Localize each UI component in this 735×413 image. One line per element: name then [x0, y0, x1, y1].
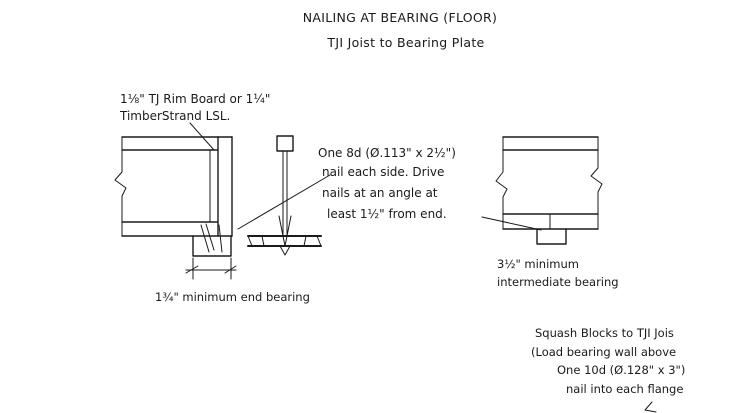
nail-note-line4: least 1½" from end. — [327, 207, 447, 221]
end-bearing-joist — [114, 136, 233, 237]
nail-note-line2: nail each side. Drive — [322, 165, 444, 179]
rim-board-note-line1: 1⅛" TJ Rim Board or 1¼" — [120, 92, 270, 106]
intermediate-nail-leader — [481, 216, 542, 231]
end-bearing-note: 1¾" minimum end bearing — [155, 290, 310, 304]
squash-note-line4: nail into each flange — [566, 382, 683, 396]
squash-note-line2: (Load bearing wall above — [531, 345, 676, 359]
intermediate-bearing-plate — [536, 228, 567, 245]
squash-leader-arrow — [644, 401, 657, 413]
nail-note-line3: nails at an angle at — [322, 186, 438, 200]
squash-note-line1: Squash Blocks to TJI Jois — [535, 326, 674, 340]
intermediate-note-line2: intermediate bearing — [497, 275, 619, 289]
rim-board-note-line2: TimberStrand LSL. — [119, 109, 230, 123]
nail-note-leader — [237, 174, 331, 230]
end-bearing-dimension — [185, 257, 237, 280]
detail-title: NAILING AT BEARING (FLOOR) — [303, 10, 497, 25]
detail-subtitle: TJI Joist to Bearing Plate — [326, 35, 484, 50]
intermediate-note-line1: 3½" minimum — [497, 257, 579, 271]
end-bearing-plate — [192, 235, 232, 257]
squash-note-line3: One 10d (Ø.128" x 3") — [557, 363, 685, 377]
joist-section-detail — [247, 135, 322, 256]
end-nails — [200, 223, 223, 253]
intermediate-bearing-joist — [495, 136, 603, 230]
nail-note-line1: One 8d (Ø.113" x 2½") — [318, 146, 456, 160]
